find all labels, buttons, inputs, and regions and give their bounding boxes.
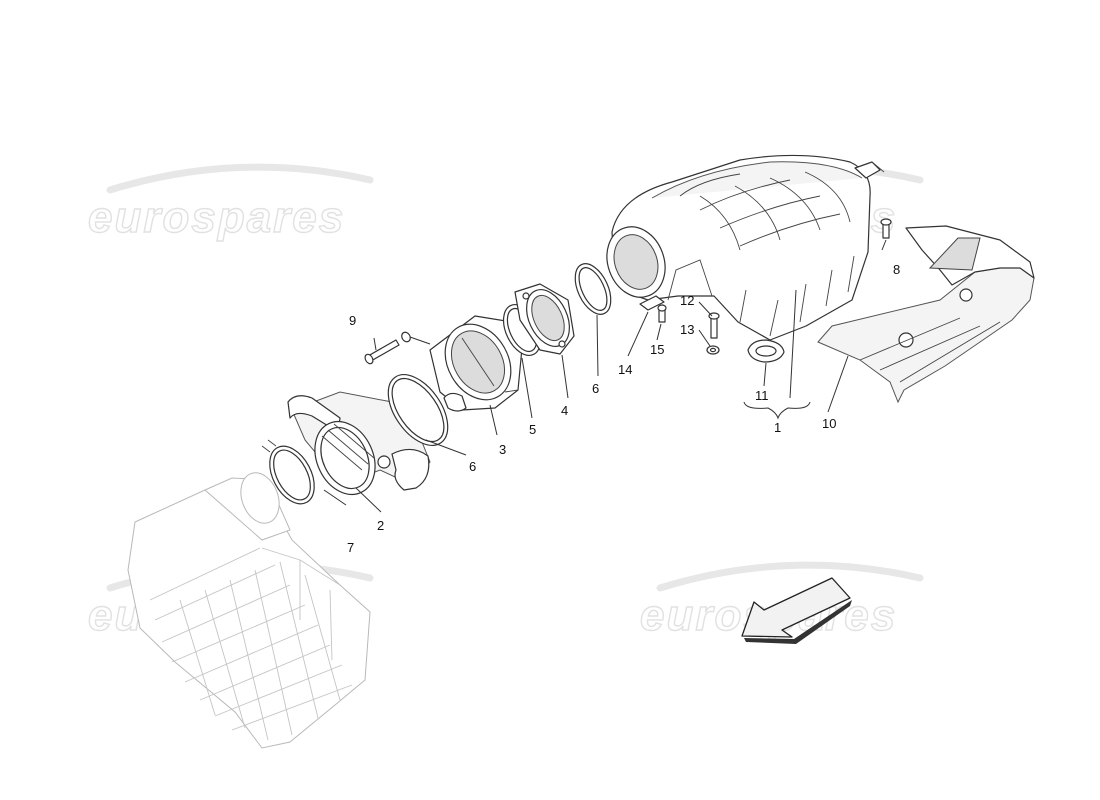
callout-15: 15 (650, 342, 664, 357)
callout-5: 5 (529, 422, 536, 437)
leader-lines (323, 239, 887, 513)
bolt-8 (880, 218, 892, 239)
front-direction-arrow (741, 577, 852, 644)
callout-2: 2 (377, 518, 384, 533)
bolt-12 (708, 312, 720, 339)
callout-11: 11 (755, 388, 769, 403)
callout-9: 9 (349, 313, 356, 328)
callout-6-lower: 6 (469, 459, 476, 474)
callout-7: 7 (347, 540, 354, 555)
throttle-body-3 (429, 315, 523, 412)
svg-text:eurospares: eurospares (88, 193, 345, 242)
gasket-11 (747, 339, 785, 363)
bolt-9 (364, 331, 411, 365)
intake-manifold-1 (606, 154, 885, 341)
callout-4: 4 (561, 403, 568, 418)
callout-10: 10 (822, 416, 836, 431)
callout-1: 1 (774, 420, 781, 435)
callout-8: 8 (893, 262, 900, 277)
adapter-flange-4 (514, 283, 575, 355)
screw-15 (657, 304, 667, 323)
callout-14: 14 (618, 362, 632, 377)
heat-shield-10 (817, 225, 1035, 404)
callout-labels: 1 2 3 4 5 6 6 7 8 9 10 11 12 13 14 15 (347, 262, 900, 555)
seal-ring-6-lower (387, 374, 449, 446)
watermark-top-left: eurospares (87, 163, 374, 243)
clip-14 (639, 295, 665, 311)
callout-13: 13 (680, 322, 694, 337)
seal-ring-6-upper (574, 263, 612, 315)
callout-6-upper: 6 (592, 381, 599, 396)
washer-13 (706, 345, 720, 355)
callout-12: 12 (680, 293, 694, 308)
hose-clamp-7 (261, 439, 315, 505)
air-filter-box (127, 472, 371, 749)
callout-3: 3 (499, 442, 506, 457)
